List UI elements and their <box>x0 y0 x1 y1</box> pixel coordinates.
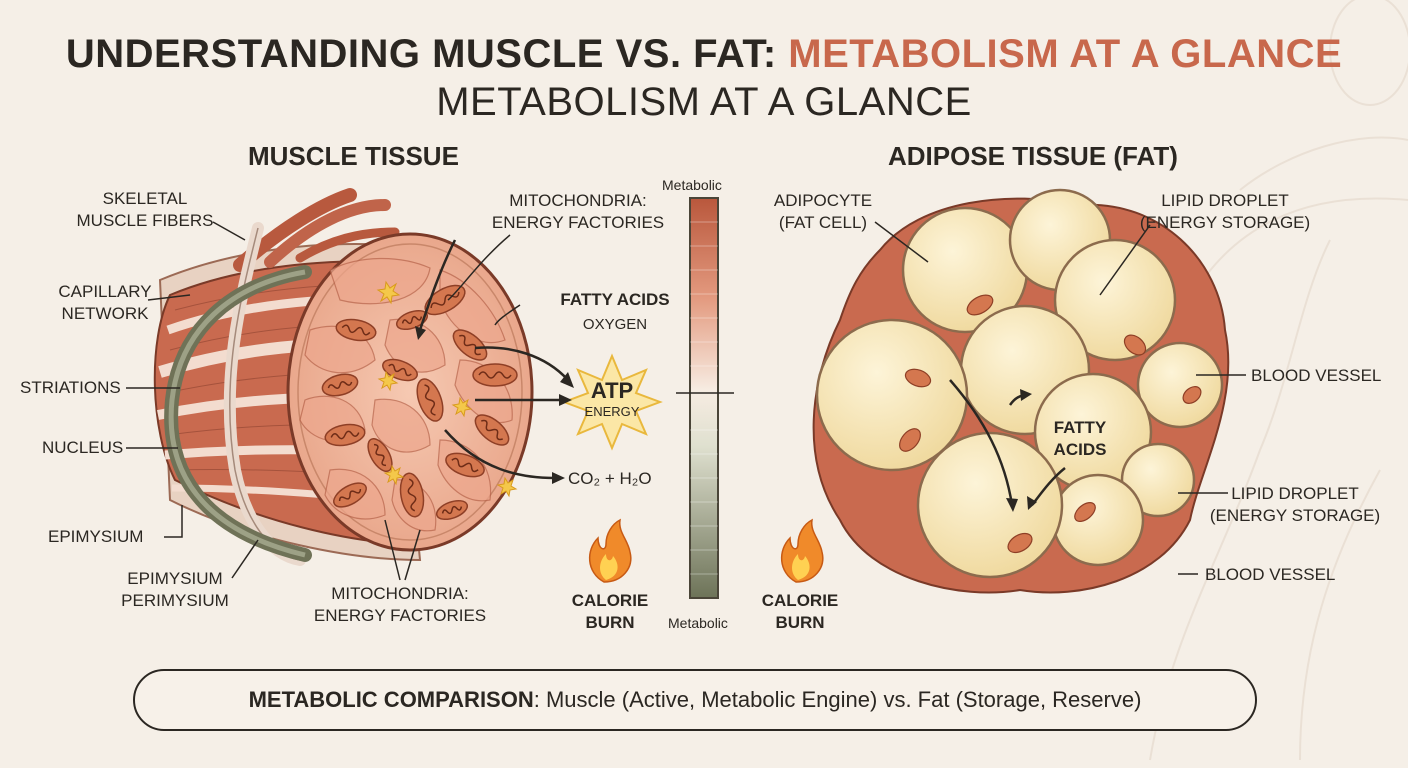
label-blood-vessel-2: BLOOD VESSEL <box>1205 565 1336 584</box>
mitochondria-group <box>321 284 518 521</box>
label-capillary-network: CAPILLARY NETWORK <box>40 281 170 325</box>
page-subtitle: METABOLISM AT A GLANCE <box>436 80 972 124</box>
muscle-tissue-heading: MUSCLE TISSUE <box>248 141 459 171</box>
label-line: ENERGY FACTORIES <box>491 213 665 232</box>
label-line: (ENERGY STORAGE) <box>1139 213 1311 232</box>
label-fatty-acids: FATTY ACIDS <box>560 290 670 309</box>
label-striations: STRIATIONS <box>20 378 121 397</box>
label-mitochondria-bottom: MITOCHONDRIA: ENERGY FACTORIES <box>300 583 500 627</box>
comparison-text: : Muscle (Active, Metabolic Engine) vs. … <box>533 687 1142 712</box>
label-fatty-acids-fat: FATTY ACIDS <box>1040 417 1120 461</box>
muscle-cross-section <box>286 232 534 552</box>
label-energy: ENERGY <box>584 404 640 419</box>
label-line: PERIMYSIUM <box>121 591 229 610</box>
flame-icon-right <box>781 518 824 583</box>
label-line: (FAT CELL) <box>778 213 868 232</box>
label-line: ADIPOCYTE <box>773 191 873 210</box>
label-lipid-droplet-top: LIPID DROPLET (ENERGY STORAGE) <box>1135 190 1315 234</box>
metabolic-scale <box>676 197 734 599</box>
label-line: EPIMYSIUM <box>127 569 223 588</box>
label-oxygen: OXYGEN <box>582 316 648 333</box>
label-line: BURN <box>775 613 825 632</box>
metabolic-comparison-bar: METABOLIC COMPARISON: Muscle (Active, Me… <box>133 669 1257 731</box>
background-figure <box>1149 0 1408 761</box>
label-line: LIPID DROPLET <box>1231 484 1359 503</box>
label-line: NETWORK <box>61 304 149 323</box>
label-atp: ATP <box>590 378 634 403</box>
title-part: UNDERSTANDING MUSCLE VS. FAT: <box>65 32 789 76</box>
label-mitochondria-top: MITOCHONDRIA: ENERGY FACTORIES <box>478 190 678 234</box>
label-line: CALORIE <box>761 591 839 610</box>
label-line: LIPID DROPLET <box>1161 191 1289 210</box>
label-line: MUSCLE FIBERS <box>76 211 214 230</box>
process-arrows <box>418 239 569 480</box>
muscle-leader-lines <box>126 221 521 581</box>
scale-top-label: Metabolic <box>662 177 722 193</box>
comparison-bold: METABOLIC COMPARISON <box>248 687 534 712</box>
label-line: CAPILLARY <box>58 282 152 301</box>
label-skeletal-muscle-fibers: SKELETAL MUSCLE FIBERS <box>60 188 230 232</box>
arrow-heads <box>415 326 574 484</box>
label-co2-h2o: CO₂ + H₂O <box>568 469 652 488</box>
calorie-burn-fat: CALORIE BURN <box>750 590 850 634</box>
label-line: (ENERGY STORAGE) <box>1209 506 1381 525</box>
label-line: CALORIE <box>571 591 649 610</box>
adipose-cluster <box>812 188 1230 594</box>
label-line: ACIDS <box>1053 440 1107 459</box>
calorie-burn-muscle: CALORIE BURN <box>560 590 660 634</box>
label-blood-vessel-1: BLOOD VESSEL <box>1251 366 1382 385</box>
label-line: ENERGY FACTORIES <box>313 606 487 625</box>
label-adipocyte: ADIPOCYTE (FAT CELL) <box>768 190 878 234</box>
adipose-tissue-heading: ADIPOSE TISSUE (FAT) <box>888 141 1178 171</box>
fat-leader-lines <box>874 221 1246 575</box>
label-line: SKELETAL <box>102 189 188 208</box>
label-epimysium: EPIMYSIUM <box>48 527 144 546</box>
label-line: MITOCHONDRIA: <box>509 191 647 210</box>
label-nucleus: NUCLEUS <box>42 438 124 457</box>
label-line: FATTY <box>1053 418 1107 437</box>
label-line: MITOCHONDRIA: <box>331 584 469 603</box>
scale-bottom-label: Metabolic <box>668 615 728 631</box>
energy-sparks <box>376 280 518 498</box>
page-title: UNDERSTANDING MUSCLE VS. FAT: METABOLISM… <box>0 32 1408 77</box>
atp-burst <box>561 353 663 451</box>
label-epimysium-perimysium: EPIMYSIUM PERIMYSIUM <box>100 568 250 612</box>
label-line: BURN <box>585 613 635 632</box>
title-accent: METABOLISM AT A GLANCE <box>788 32 1343 76</box>
flame-icon-left <box>589 518 632 583</box>
label-lipid-droplet-bottom: LIPID DROPLET (ENERGY STORAGE) <box>1205 483 1385 527</box>
